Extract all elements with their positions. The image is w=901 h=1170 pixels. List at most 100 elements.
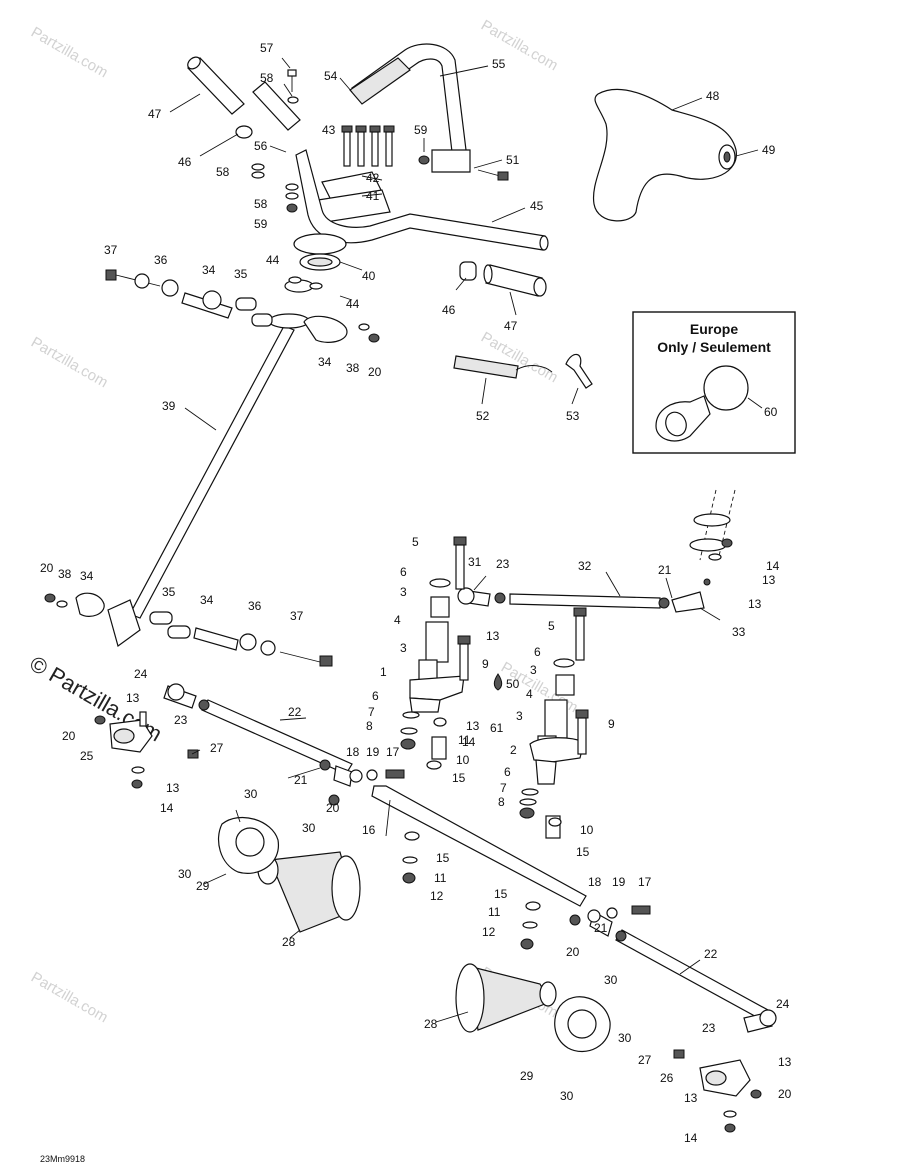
callout-14: 14 xyxy=(160,801,174,815)
callout-35: 35 xyxy=(162,585,176,599)
callout-30: 30 xyxy=(178,867,192,881)
callout-34: 34 xyxy=(80,569,94,583)
tie-rod-right xyxy=(615,929,769,1021)
callout-5: 5 xyxy=(412,535,419,549)
watermark: Partzilla.com xyxy=(28,24,111,82)
callout-14: 14 xyxy=(684,1131,698,1145)
insert xyxy=(235,125,253,139)
callout-20: 20 xyxy=(326,801,340,815)
callout-58: 58 xyxy=(254,197,268,211)
callout-15: 15 xyxy=(494,887,508,901)
callout-15: 15 xyxy=(436,851,450,865)
callout-6: 6 xyxy=(534,645,541,659)
callout-52: 52 xyxy=(476,409,490,423)
callout-6: 6 xyxy=(372,689,379,703)
upper-bar-pad xyxy=(349,57,411,105)
horn-bulb xyxy=(703,365,749,411)
callout-20: 20 xyxy=(566,945,580,959)
tie-rod-upper xyxy=(509,593,661,609)
callout-10: 10 xyxy=(456,753,470,767)
callout-11: 11 xyxy=(458,733,471,747)
steering-arm xyxy=(529,737,585,763)
callout-40: 40 xyxy=(362,269,376,283)
callout-13: 13 xyxy=(762,573,776,587)
inset-subtitle: Only / Seulement xyxy=(657,339,771,355)
watermark: Partzilla.com xyxy=(28,334,111,392)
callout-21: 21 xyxy=(594,921,608,935)
callout-34: 34 xyxy=(200,593,214,607)
callout-28: 28 xyxy=(282,935,296,949)
callout-13: 13 xyxy=(466,719,480,733)
callout-31: 31 xyxy=(468,555,482,569)
callout-13: 13 xyxy=(684,1091,698,1105)
callout-43: 43 xyxy=(322,123,336,137)
callout-61: 61 xyxy=(490,721,504,735)
leader-lines xyxy=(169,57,759,1023)
callout-34: 34 xyxy=(202,263,216,277)
callout-8: 8 xyxy=(366,719,373,733)
callout-21: 21 xyxy=(294,773,308,787)
callout-11: 11 xyxy=(488,905,501,919)
steering-column xyxy=(44,269,593,667)
callout-38: 38 xyxy=(58,567,72,581)
callout-33: 33 xyxy=(732,625,746,639)
callout-25: 25 xyxy=(80,749,94,763)
lower-linkage xyxy=(94,683,777,1133)
callout-5: 5 xyxy=(548,619,555,633)
watermark: Partzilla.com xyxy=(478,329,561,387)
callout-21: 21 xyxy=(658,563,672,577)
callout-47: 47 xyxy=(504,319,518,333)
callout-17: 17 xyxy=(638,875,652,889)
callout-9: 9 xyxy=(482,657,489,671)
callout-35: 35 xyxy=(234,267,248,281)
callout-6: 6 xyxy=(504,765,511,779)
callout-14: 14 xyxy=(766,559,780,573)
watermark: Partzilla.com xyxy=(28,969,111,1027)
callout-58: 58 xyxy=(216,165,230,179)
callout-48: 48 xyxy=(706,89,720,103)
callout-10: 10 xyxy=(580,823,594,837)
callout-54: 54 xyxy=(324,69,338,83)
handlebar-pad xyxy=(592,88,737,222)
callout-36: 36 xyxy=(154,253,168,267)
callout-14: 14 xyxy=(462,735,476,749)
callout-13: 13 xyxy=(126,691,140,705)
callout-1: 1 xyxy=(380,665,387,679)
callout-13: 13 xyxy=(778,1055,792,1069)
callout-60: 60 xyxy=(764,405,778,419)
callout-13: 13 xyxy=(748,597,762,611)
callout-18: 18 xyxy=(346,745,360,759)
callout-41: 41 xyxy=(366,189,380,203)
callout-29: 29 xyxy=(520,1069,534,1083)
callout-23: 23 xyxy=(496,557,510,571)
callout-15: 15 xyxy=(576,845,590,859)
callout-42: 42 xyxy=(366,171,380,185)
callout-20: 20 xyxy=(778,1087,792,1101)
callout-28: 28 xyxy=(424,1017,438,1031)
callout-59: 59 xyxy=(254,217,268,231)
callout-46: 46 xyxy=(442,303,456,317)
callout-45: 45 xyxy=(530,199,544,213)
callout-18: 18 xyxy=(588,875,602,889)
callout-30: 30 xyxy=(302,821,316,835)
callout-3: 3 xyxy=(400,641,407,655)
callout-34: 34 xyxy=(318,355,332,369)
callout-3: 3 xyxy=(516,709,523,723)
callout-29: 29 xyxy=(196,879,210,893)
callout-51: 51 xyxy=(506,153,520,167)
callout-12: 12 xyxy=(482,925,496,939)
callout-56: 56 xyxy=(254,139,268,153)
callout-55: 55 xyxy=(492,57,506,71)
callout-23: 23 xyxy=(174,713,188,727)
callout-2: 2 xyxy=(510,743,517,757)
callout-30: 30 xyxy=(604,973,618,987)
inset-title: Europe xyxy=(690,321,738,337)
callout-20: 20 xyxy=(40,561,54,575)
callout-19: 19 xyxy=(612,875,626,889)
callout-20: 20 xyxy=(62,729,76,743)
callout-12: 12 xyxy=(430,889,444,903)
watermark: Partzilla.com xyxy=(478,17,561,75)
bolts-43 xyxy=(341,125,395,167)
spindle-assembly xyxy=(400,489,736,839)
callout-15: 15 xyxy=(452,771,466,785)
